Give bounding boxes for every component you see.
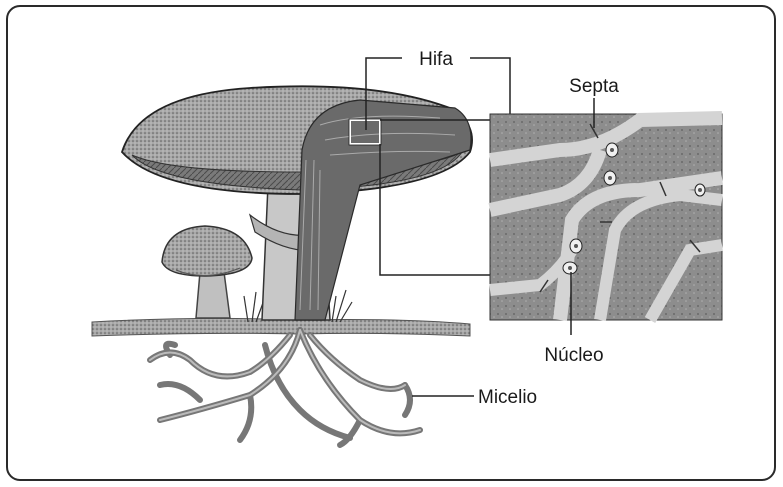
label-septa: Septa xyxy=(569,76,619,97)
magnified-hyphae-panel xyxy=(490,114,722,320)
ground xyxy=(92,318,470,336)
label-micelio: Micelio xyxy=(478,387,537,408)
small-mushroom xyxy=(162,226,252,318)
hyphae-strand xyxy=(295,100,471,320)
label-nucleo: Núcleo xyxy=(544,345,603,366)
label-hifa: Hifa xyxy=(419,49,453,70)
